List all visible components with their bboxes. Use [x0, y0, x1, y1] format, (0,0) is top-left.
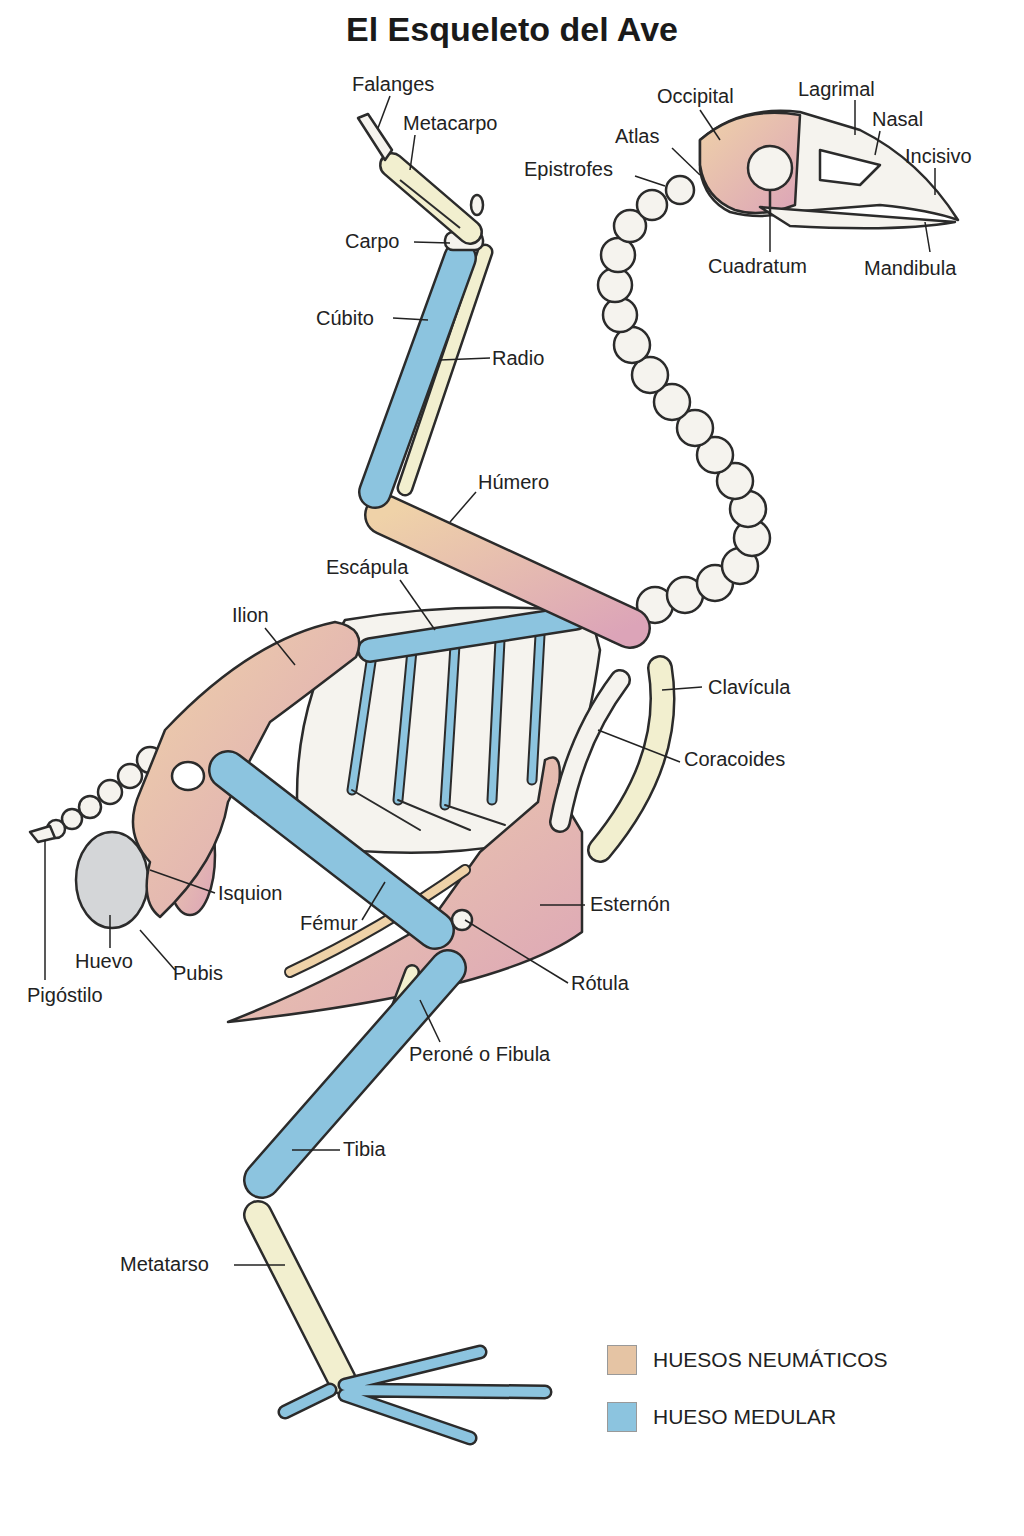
part-label: Coracoides	[684, 748, 785, 770]
part-label: Peroné o Fibula	[409, 1043, 550, 1065]
part-label: Ilion	[232, 604, 269, 626]
part-label: Pigóstilo	[27, 984, 103, 1006]
part-label: Cuadratum	[708, 255, 807, 277]
femur-bone	[228, 770, 435, 930]
legend-text: HUESOS NEUMÁTICOS	[653, 1348, 888, 1372]
part-label: Incisivo	[905, 145, 972, 167]
part-label: Falanges	[352, 73, 434, 95]
ribs	[352, 635, 540, 830]
part-label: Epistrofes	[524, 158, 613, 180]
part-label: Isquion	[218, 882, 283, 904]
ulna-bone	[375, 258, 460, 492]
egg	[76, 832, 148, 928]
part-label: Metatarso	[120, 1253, 209, 1275]
part-label: Cúbito	[316, 307, 374, 329]
legend-swatch	[607, 1345, 637, 1375]
part-label: Radio	[492, 347, 544, 369]
leader-lines	[45, 96, 935, 1265]
part-label: Occipital	[657, 85, 734, 107]
neck-vertebrae	[574, 176, 770, 643]
diagram-title: El Esqueleto del Ave	[0, 10, 1024, 49]
tibia-bone	[262, 968, 448, 1180]
toes	[285, 1352, 545, 1438]
part-label: Tibia	[343, 1138, 386, 1160]
part-label: Metacarpo	[403, 112, 498, 134]
part-label: Húmero	[478, 471, 549, 493]
legend-swatch	[607, 1402, 637, 1432]
legend-text: HUESO MEDULAR	[653, 1405, 836, 1429]
part-label: Rótula	[571, 972, 629, 994]
part-label: Atlas	[615, 125, 659, 147]
part-label: Huevo	[75, 950, 133, 972]
part-label: Escápula	[326, 556, 408, 578]
part-label: Clavícula	[708, 676, 790, 698]
part-label: Nasal	[872, 108, 923, 130]
scapula-bone	[370, 618, 575, 650]
part-label: Pubis	[173, 962, 223, 984]
part-label: Esternón	[590, 893, 670, 915]
part-label: Mandibula	[864, 257, 956, 279]
part-label: Fémur	[300, 912, 358, 934]
part-label: Carpo	[345, 230, 399, 252]
part-label: Lagrimal	[798, 78, 875, 100]
